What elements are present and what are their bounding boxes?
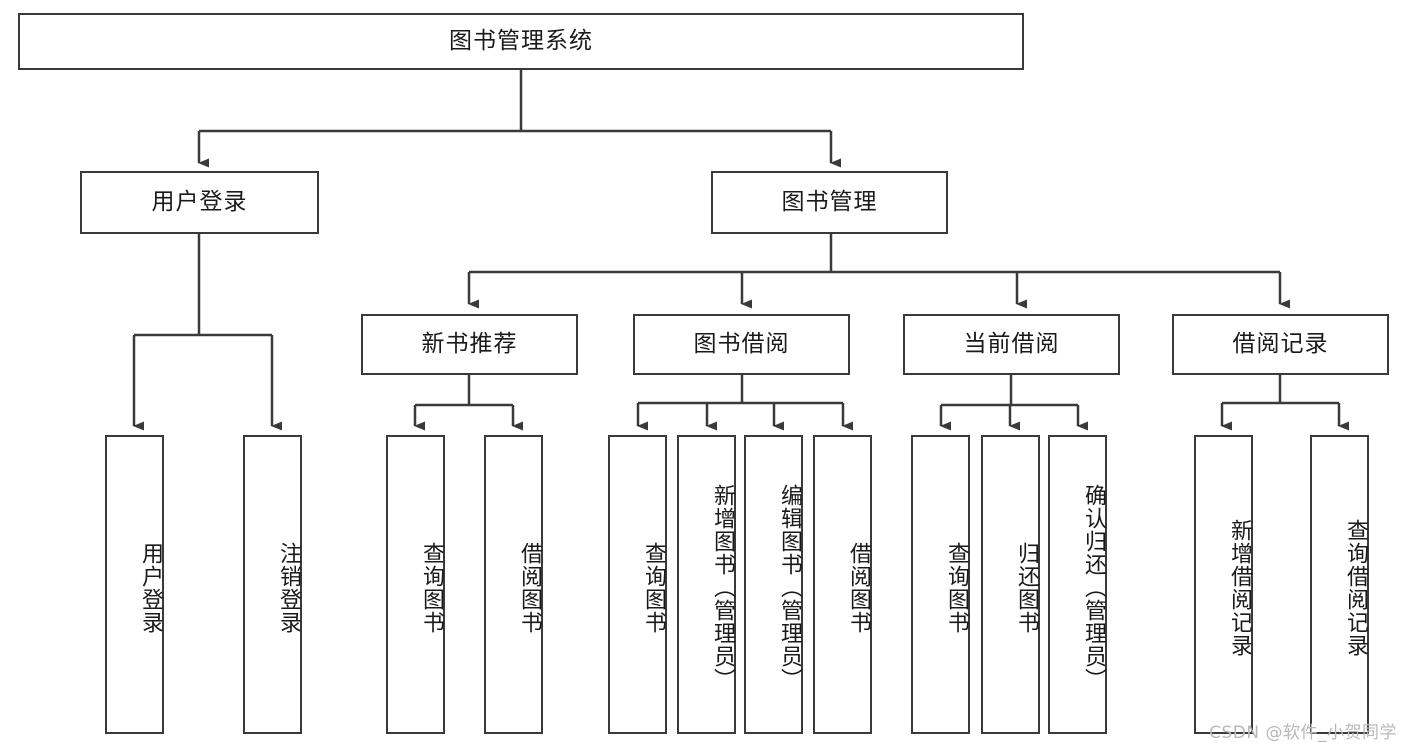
leaf-label: 查询图书 bbox=[419, 541, 444, 634]
leaf-label: 归还图书 bbox=[1014, 541, 1039, 634]
node-current-borrow[interactable]: 当前借阅 bbox=[903, 314, 1120, 375]
leaf-borrow-record-add[interactable]: 新增借阅记录 bbox=[1194, 435, 1253, 734]
node-book-borrow[interactable]: 图书借阅 bbox=[633, 314, 850, 375]
leaf-book-borrow-borrow[interactable]: 借阅图书 bbox=[813, 435, 872, 734]
node-user-login[interactable]: 用户登录 bbox=[80, 171, 319, 234]
leaf-current-borrow-return[interactable]: 归还图书 bbox=[981, 435, 1040, 734]
leaf-borrow-record-query[interactable]: 查询借阅记录 bbox=[1310, 435, 1369, 734]
node-label: 图书借阅 bbox=[693, 330, 790, 357]
leaf-label: 新增借阅记录 bbox=[1227, 518, 1252, 657]
node-root-book-management-system[interactable]: 图书管理系统 bbox=[18, 13, 1024, 70]
leaf-user-login-login[interactable]: 用户登录 bbox=[105, 435, 164, 734]
node-label: 用户登录 bbox=[151, 188, 248, 215]
csdn-watermark: CSDN @软件_小贺同学 bbox=[1209, 723, 1397, 743]
node-label: 当前借阅 bbox=[963, 330, 1060, 357]
leaf-label: 借阅图书 bbox=[846, 541, 871, 634]
node-book-management[interactable]: 图书管理 bbox=[711, 171, 948, 234]
node-borrow-record[interactable]: 借阅记录 bbox=[1172, 314, 1389, 375]
leaf-book-borrow-query[interactable]: 查询图书 bbox=[608, 435, 667, 734]
leaf-label: 用户登录 bbox=[138, 541, 163, 634]
leaf-new-book-query[interactable]: 查询图书 bbox=[386, 435, 445, 734]
leaf-label: 注销登录 bbox=[276, 541, 301, 634]
leaf-book-borrow-edit[interactable]: 编辑图书（管理员） bbox=[744, 435, 803, 734]
leaf-label: 借阅图书 bbox=[517, 541, 542, 634]
node-label: 图书管理 bbox=[781, 188, 878, 215]
leaf-book-borrow-add[interactable]: 新增图书（管理员） bbox=[677, 435, 736, 734]
leaf-new-book-borrow[interactable]: 借阅图书 bbox=[484, 435, 543, 734]
leaf-current-borrow-confirm-return[interactable]: 确认归还（管理员） bbox=[1048, 435, 1107, 734]
leaf-label: 查询图书 bbox=[944, 541, 969, 634]
leaf-label: 查询借阅记录 bbox=[1343, 518, 1368, 657]
leaf-current-borrow-query[interactable]: 查询图书 bbox=[911, 435, 970, 734]
node-label: 图书管理系统 bbox=[449, 27, 593, 54]
leaf-label: 编辑图书（管理员） bbox=[777, 484, 802, 691]
leaf-label: 查询图书 bbox=[641, 541, 666, 634]
node-label: 借阅记录 bbox=[1232, 330, 1329, 357]
leaf-label: 新增图书（管理员） bbox=[710, 484, 735, 691]
node-label: 新书推荐 bbox=[421, 330, 518, 357]
node-new-book-recommend[interactable]: 新书推荐 bbox=[361, 314, 578, 375]
leaf-user-login-logout[interactable]: 注销登录 bbox=[243, 435, 302, 734]
leaf-label: 确认归还（管理员） bbox=[1081, 484, 1106, 691]
